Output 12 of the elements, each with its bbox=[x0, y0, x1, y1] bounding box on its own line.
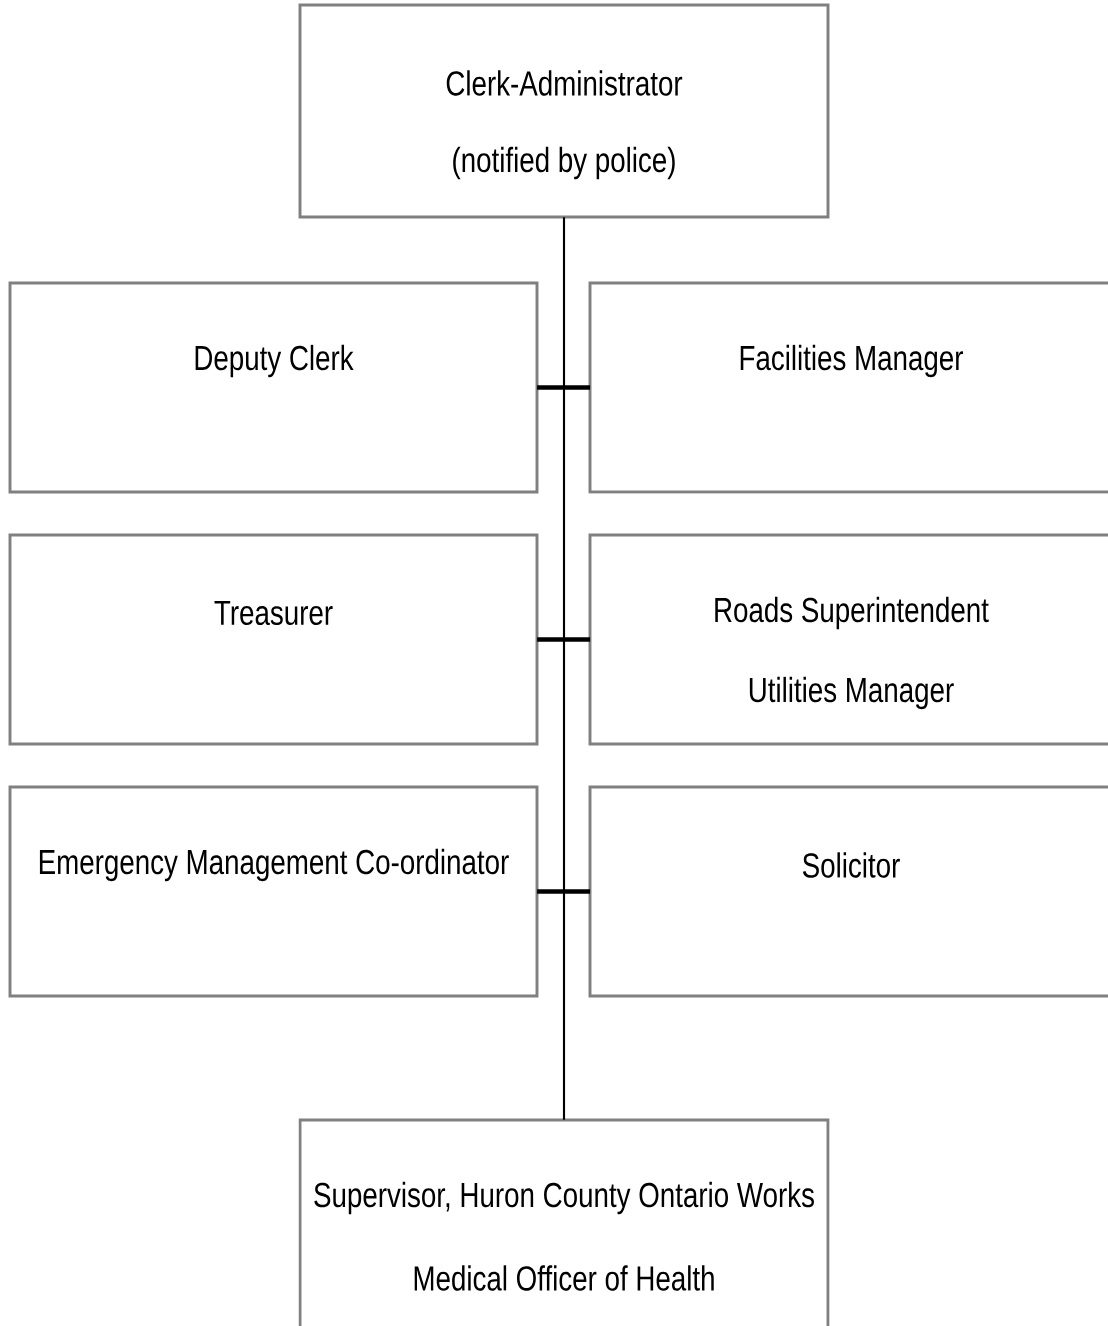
connector-line bbox=[537, 637, 591, 642]
role-box: Emergency Management Co-ordinator bbox=[8, 785, 539, 998]
role-box: Solicitor bbox=[588, 785, 1108, 998]
trunk-line bbox=[562, 217, 566, 1120]
role-box: Clerk-Administrator (notified by police) bbox=[298, 3, 830, 219]
connector-line bbox=[537, 889, 591, 894]
role-box: Treasurer bbox=[8, 533, 539, 746]
role-box: Facilities Manager bbox=[588, 281, 1108, 494]
role-box: Supervisor, Huron County Ontario Works Medical Officer of Health bbox=[298, 1118, 830, 1326]
role-box: Roads Superintendent Utilities Manager bbox=[588, 533, 1108, 746]
connector-line bbox=[537, 385, 591, 390]
role-box: Deputy Clerk bbox=[8, 281, 539, 494]
